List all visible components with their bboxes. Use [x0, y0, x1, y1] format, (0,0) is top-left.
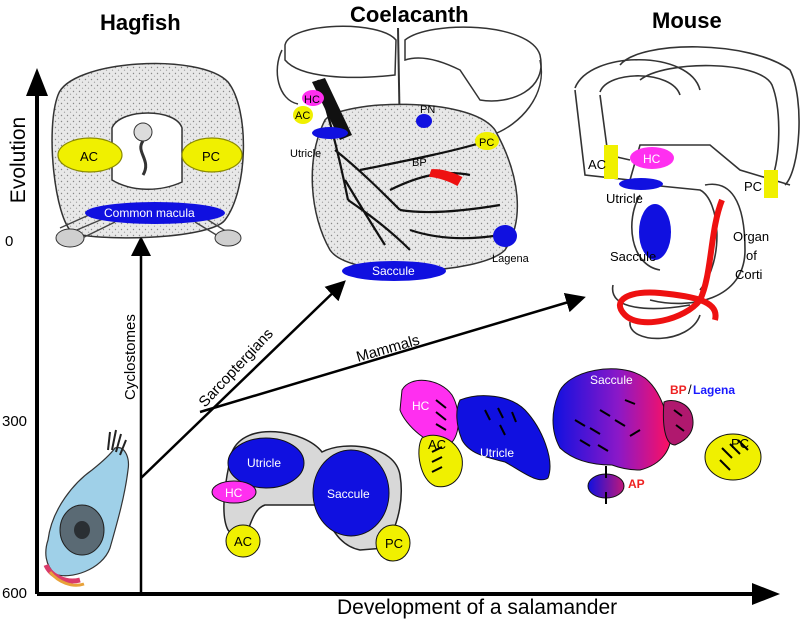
coelacanth-pc: [475, 132, 499, 150]
coelacanth-pc-label: PC: [479, 137, 494, 149]
hagfish-pc: [181, 137, 243, 173]
mouse-saccule: [639, 204, 671, 260]
mouse-organ-label-3: Corti: [735, 267, 763, 282]
salamander-larva-ac: [225, 524, 261, 558]
y-tick-0: 0: [5, 233, 13, 250]
salamander-adult-bp-lagena: [662, 400, 694, 446]
salamander-adult-saccule: [552, 368, 672, 471]
coelacanth-saccule: [342, 261, 446, 281]
mouse-heading: Mouse: [652, 8, 722, 33]
salamander-larva-saccule-label: Saccule: [327, 487, 370, 501]
salamander-larva-saccule: [312, 449, 390, 537]
salamander-adult-ac: [418, 434, 463, 488]
coelacanth-lagena-label: Lagena: [492, 253, 530, 265]
cyclostomes-label: Cyclostomes: [122, 314, 139, 400]
pathway-arrows: [131, 236, 586, 592]
y-axis-title: Evolution: [7, 117, 30, 203]
y-axis: [26, 68, 48, 594]
mouse-ac: [604, 145, 618, 179]
coelacanth-pn-label: PN: [420, 104, 435, 116]
mouse-ac-label: AC: [588, 157, 606, 172]
x-axis: [37, 583, 780, 605]
hagfish-ac: [57, 137, 123, 173]
mouse-hc-label: HC: [643, 152, 661, 166]
salamander-larva-hc: [211, 480, 257, 504]
salamander-larva-utricle-label: Utricle: [247, 456, 281, 470]
coelacanth-bp-label: BP: [412, 157, 427, 169]
mouse-utricle: [619, 178, 663, 190]
mouse-hc: [630, 147, 674, 169]
hagfish-heading: Hagfish: [100, 10, 181, 35]
salamander-larva-pc: [375, 524, 411, 562]
x-axis-title: Development of a salamander: [337, 596, 617, 619]
salamander-adult-bp-label: BP: [670, 383, 687, 397]
hagfish-pc-label: PC: [202, 149, 220, 164]
y-tick-300: 300: [2, 413, 27, 430]
mouse-pc-label: PC: [744, 179, 762, 194]
mouse-utricle-label: Utricle: [606, 191, 643, 206]
hair-cell-polarity-arrows: [431, 399, 749, 504]
coelacanth-utricle: [312, 127, 348, 139]
salamander-adult-utricle: [456, 395, 551, 481]
salamander-larva-hc-label: HC: [225, 486, 243, 500]
coelacanth-pn: [416, 114, 432, 128]
salamander-larva-pc-label: PC: [385, 536, 403, 551]
hair-cell-illustration: [43, 429, 130, 587]
mouse-organ-of-corti: [616, 198, 725, 326]
coelacanth-inner-ear: [276, 25, 543, 272]
mouse-organ-label-1: Organ: [733, 229, 769, 244]
coelacanth-heading: Coelacanth: [350, 2, 469, 27]
salamander-larva-utricle: [227, 437, 305, 489]
coelacanth-utricle-label: Utricle: [290, 148, 321, 160]
hagfish-common-macula: [85, 202, 225, 224]
hagfish-macula-label: Common macula: [104, 206, 195, 220]
coelacanth-saccule-label: Saccule: [372, 264, 415, 278]
coelacanth-lagena: [493, 225, 517, 247]
salamander-adult-pc: [704, 433, 762, 481]
coelacanth-ac: [293, 106, 313, 124]
mouse-pc: [764, 170, 778, 198]
salamander-adult-slash: /: [688, 382, 692, 397]
y-tick-600: 600: [2, 585, 27, 602]
coelacanth-ac-label: AC: [295, 110, 310, 122]
salamander-adult-lagena-label: Lagena: [693, 383, 735, 397]
mouse-organ-label-2: of: [746, 248, 757, 263]
salamander-adult-hc-label: HC: [412, 399, 430, 413]
hagfish-inner-ear: [51, 62, 245, 248]
coelacanth-hc-label: HC: [304, 94, 320, 106]
sarcopterygians-label: Sarcoptergians: [195, 325, 276, 410]
salamander-adult-saccule-label: Saccule: [590, 373, 633, 387]
salamander-adult-utricle-label: Utricle: [480, 446, 514, 460]
salamander-larva-ac-label: AC: [234, 534, 252, 549]
mammals-label: Mammals: [354, 332, 421, 366]
hagfish-ac-label: AC: [80, 149, 98, 164]
coelacanth-bp: [428, 169, 463, 187]
mouse-saccule-label: Saccule: [610, 249, 656, 264]
coelacanth-hc: [302, 90, 324, 106]
salamander-adult-ap-label: AP: [628, 477, 645, 491]
